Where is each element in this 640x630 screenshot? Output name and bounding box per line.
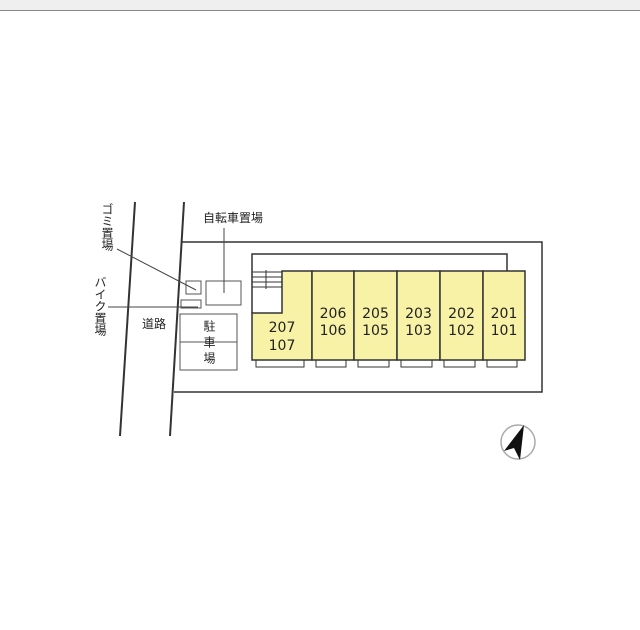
unit-lower-number: 105: [362, 323, 389, 339]
bicycle-label: 自転車置場: [203, 211, 263, 225]
unit-lower-number: 101: [491, 323, 518, 339]
window-top-bar: [0, 0, 640, 11]
garbage-label: ゴミ置場: [100, 203, 114, 251]
bike-area: [180, 299, 202, 309]
balcony: [315, 359, 347, 368]
unit-lower-number: 103: [405, 323, 432, 339]
stairs: [252, 270, 282, 289]
unit-lower-number: 106: [320, 323, 347, 339]
unit-upper-number: 207: [269, 320, 296, 336]
balcony: [486, 359, 518, 368]
balcony: [255, 359, 305, 368]
corridor-frame: [251, 253, 508, 313]
road-edge-right: [169, 201, 185, 437]
balcony: [400, 359, 433, 368]
site-boundary: [174, 241, 543, 393]
unit-upper-number: 202: [448, 306, 475, 322]
unit-upper-number: 201: [491, 306, 518, 322]
garbage-leader: [116, 248, 197, 291]
garbage-area: [185, 280, 202, 295]
unit-upper-number: 203: [405, 306, 432, 322]
north-arrow-icon: [500, 424, 536, 460]
road-edge-left: [119, 201, 136, 437]
unit-upper-number: 205: [362, 306, 389, 322]
unit-lower-number: 107: [269, 338, 296, 354]
bike-label: バイク置場: [93, 276, 107, 336]
parking-label: 駐車場: [202, 320, 216, 368]
balcony: [443, 359, 476, 368]
balcony: [357, 359, 390, 368]
unit-upper-number: 206: [320, 306, 347, 322]
unit-lower-number: 102: [448, 323, 475, 339]
road-label: 道路: [142, 316, 166, 331]
